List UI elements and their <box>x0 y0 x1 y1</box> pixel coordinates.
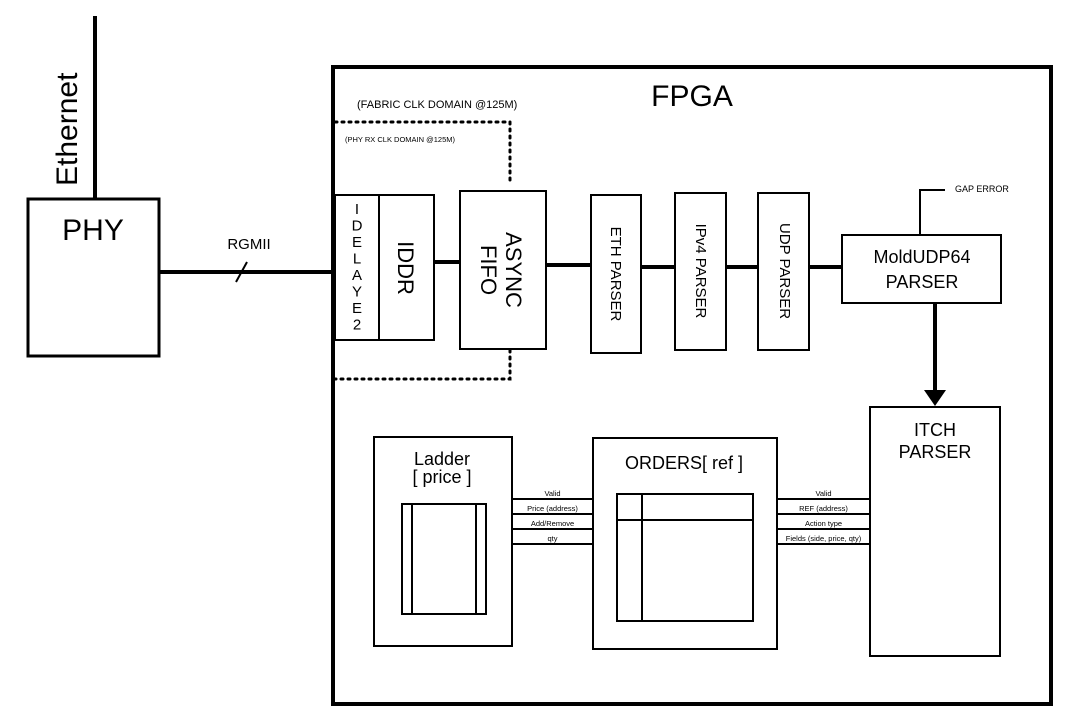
itch-label-line1: ITCH <box>914 420 956 440</box>
idelaye2-letter: 2 <box>353 317 361 334</box>
gap-error-label: GAP ERROR <box>955 184 1009 194</box>
async-fifo-box <box>459 190 547 350</box>
iddr-box <box>378 194 435 341</box>
bus-signal-label: Valid <box>544 489 560 498</box>
rgmii-label: RGMII <box>227 236 270 253</box>
fpga-boundary <box>331 65 1053 706</box>
idelaye2-letter: A <box>352 267 362 284</box>
fpga-title: FPGA <box>651 80 733 113</box>
gap-error-wire <box>919 189 945 235</box>
idelaye2-letter: D <box>352 218 363 235</box>
bus-signal-label: REF (address) <box>799 504 848 513</box>
udp-parser-box <box>757 192 810 351</box>
moldudp64-parser-box <box>841 234 1002 304</box>
rgmii-bus-slash <box>235 261 248 283</box>
itch-label-line2: PARSER <box>899 442 972 462</box>
moldudp64-label-line2: PARSER <box>886 272 959 292</box>
async-fifo-label-line1: ASYNC <box>501 232 526 308</box>
idelaye2-letter: Y <box>352 284 362 301</box>
eth-parser-label: ETH PARSER <box>607 227 624 322</box>
phy-box <box>26 197 161 358</box>
bus-signal-label: Add/Remove <box>531 519 574 528</box>
ethernet-label: Ethernet <box>51 72 84 186</box>
idelaye2-box <box>334 194 380 341</box>
phy-rx-domain-boundary <box>333 120 512 187</box>
mold-to-itch-arrowhead <box>924 390 946 406</box>
bus-signal-label: qty <box>547 534 557 543</box>
iddr-label: IDDR <box>393 241 418 295</box>
ladder-label-line1: Ladder <box>414 449 470 469</box>
idelaye2-letter: I <box>355 201 359 218</box>
itch-parser-box <box>869 406 1001 657</box>
bus-signal-label: Fields (side, price, qty) <box>786 534 862 543</box>
phy-rx-domain-label: (PHY RX CLK DOMAIN @125M) <box>345 135 456 144</box>
bus-signal-label: Price (address) <box>527 504 578 513</box>
orders-label: ORDERS[ ref ] <box>625 453 743 473</box>
udp-parser-label: UDP PARSER <box>776 223 793 319</box>
bus-signal-label: Valid <box>815 489 831 498</box>
moldudp64-label-line1: MoldUDP64 <box>873 247 970 267</box>
ladder-table <box>401 503 487 615</box>
ladder-label-line2: [ price ] <box>412 467 471 487</box>
orders-table <box>616 493 754 622</box>
bus-signal-label: Action type <box>805 519 842 528</box>
idelaye2-letter: E <box>352 300 362 317</box>
idelaye2-letter: L <box>353 251 361 268</box>
ipv4-parser-label: IPv4 PARSER <box>692 224 709 319</box>
fabric-domain-label: (FABRIC CLK DOMAIN @125M) <box>357 99 517 111</box>
ipv4-parser-box <box>674 192 727 351</box>
phy-rx-domain-boundary-bottom <box>333 348 512 381</box>
phy-label: PHY <box>62 214 124 247</box>
eth-parser-box <box>590 194 642 354</box>
async-fifo-label-line2: FIFO <box>476 245 501 295</box>
idelaye2-letter: E <box>352 234 362 251</box>
